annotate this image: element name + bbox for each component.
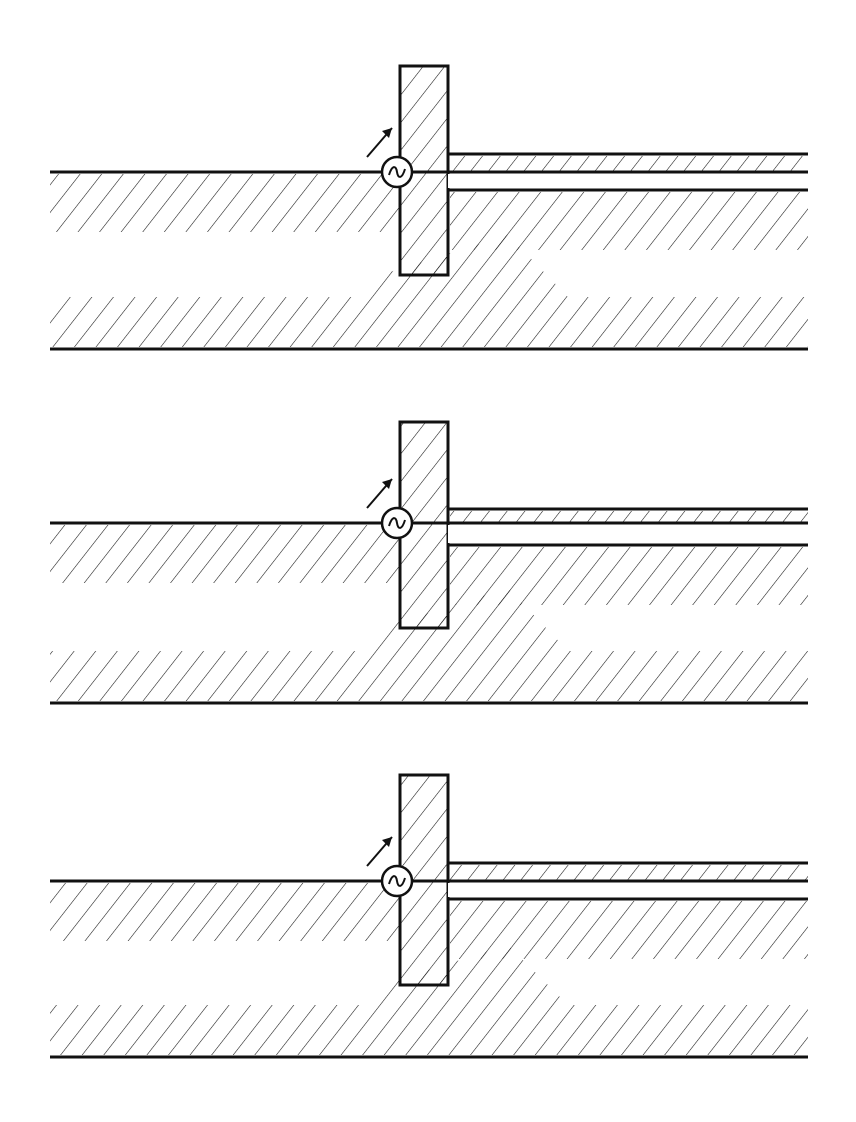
diagram-panel-1 [50, 64, 808, 351]
tilde-symbol [388, 517, 406, 529]
thin-hatched-layer [450, 156, 808, 171]
lower-hatch-band [50, 651, 808, 701]
lower-channel-line [446, 188, 808, 208]
lower-channel-line [446, 897, 808, 917]
connecting-hatch [360, 945, 568, 1005]
diagram-panel-2 [50, 420, 808, 705]
tilde-symbol [388, 875, 406, 887]
connecting-hatch [360, 588, 568, 651]
connecting-hatch [360, 235, 568, 297]
lower-hatch-band [50, 297, 808, 347]
left-hatch-band [50, 883, 400, 941]
channel-gap [448, 525, 808, 543]
upper-channel-line [446, 482, 808, 511]
lower-channel-line [446, 543, 808, 563]
left-hatch-band [50, 525, 400, 583]
left-hatch-band [50, 174, 400, 232]
arrow-head [382, 837, 392, 847]
diagram-panel-3 [50, 773, 808, 1059]
channel-gap [448, 883, 808, 897]
upper-channel-line [446, 835, 808, 865]
thin-hatched-layer [450, 865, 808, 880]
upper-channel-line [446, 126, 808, 156]
lower-hatch-band [50, 1005, 808, 1055]
channel-gap [448, 174, 808, 188]
arrow-head [382, 128, 392, 138]
thin-hatched-layer [450, 511, 808, 522]
arrow-head [382, 479, 392, 489]
tilde-symbol [388, 166, 406, 178]
